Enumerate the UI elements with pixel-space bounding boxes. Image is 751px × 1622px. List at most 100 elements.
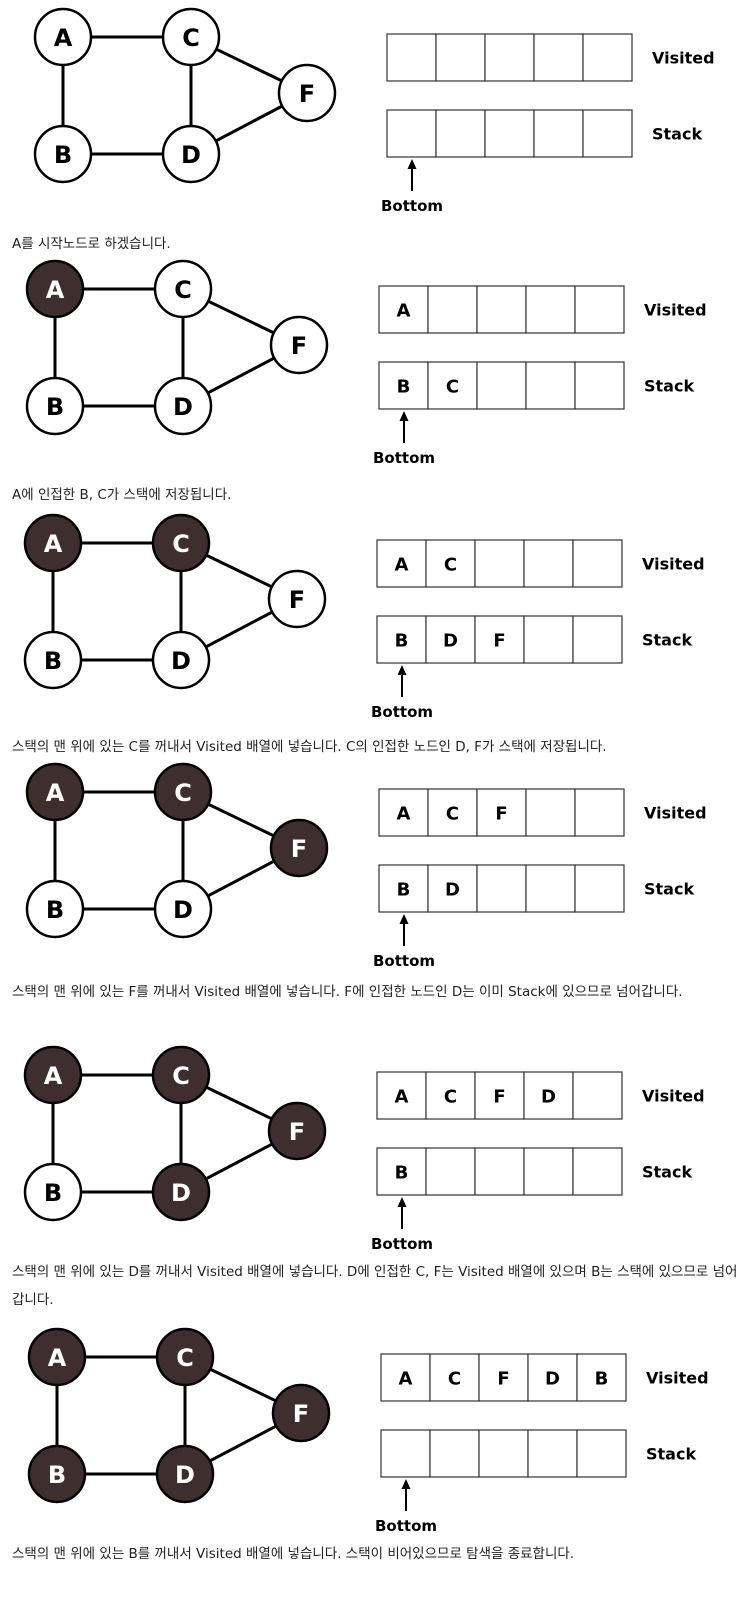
- stack-cell: [525, 361, 576, 410]
- visited-cell: [523, 539, 574, 588]
- node-B: B: [23, 1162, 83, 1222]
- visited-cell: [576, 1353, 627, 1402]
- node-B-label: B: [46, 393, 64, 421]
- visited-label: Visited: [652, 49, 715, 68]
- node-B: B: [33, 124, 93, 184]
- stack-cell: [476, 361, 527, 410]
- node-B: B: [27, 1444, 87, 1504]
- node-D: D: [155, 1444, 215, 1504]
- stack-cell-value: B: [397, 377, 411, 398]
- node-F-label: F: [291, 835, 307, 863]
- stack-cell-value: D: [445, 880, 460, 901]
- stack-cell: [572, 615, 623, 664]
- visited-cell: [572, 1071, 623, 1120]
- stack-cell: [474, 615, 525, 664]
- bottom-arrow-head: [401, 1479, 411, 1489]
- node-F-circle: [271, 1383, 331, 1443]
- node-F: F: [267, 1101, 327, 1161]
- stack-array: B Stack: [376, 1147, 692, 1196]
- stack-cell: [478, 1429, 529, 1478]
- visited-cell: [427, 285, 478, 334]
- stack-array: Stack: [386, 109, 702, 158]
- stack-label: Stack: [644, 377, 694, 396]
- node-C: C: [151, 1045, 211, 1105]
- step-6-caption: 스택의 맨 위에 있는 B를 꺼내서 Visited 배열에 넣습니다. 스택이…: [12, 1546, 575, 1562]
- visited-cell: [380, 1353, 431, 1402]
- bottom-pointer: Bottom: [375, 1479, 437, 1535]
- node-A-circle: [25, 762, 85, 822]
- node-C: C: [155, 1327, 215, 1387]
- node-C-label: C: [172, 1062, 190, 1090]
- visited-cell-value: B: [595, 1369, 609, 1390]
- visited-cell: [525, 788, 576, 837]
- visited-cell: [572, 539, 623, 588]
- node-C-label: C: [172, 530, 190, 558]
- node-B: B: [23, 630, 83, 690]
- node-C-circle: [161, 7, 221, 67]
- visited-cell: [582, 33, 633, 82]
- stack-cell: [429, 1429, 480, 1478]
- visited-cell-value: A: [397, 301, 411, 322]
- visited-cell-value: A: [395, 555, 409, 576]
- visited-label: Visited: [644, 301, 707, 320]
- node-B: B: [25, 879, 85, 939]
- node-D-circle: [153, 879, 213, 939]
- stack-cell: [574, 864, 625, 913]
- node-D: D: [153, 879, 213, 939]
- node-A-circle: [23, 513, 83, 573]
- node-D: D: [153, 376, 213, 436]
- stack-cell: [572, 1147, 623, 1196]
- node-A-label: A: [54, 24, 73, 52]
- visited-cell-value: C: [444, 555, 457, 576]
- bottom-pointer: Bottom: [371, 665, 433, 721]
- stack-cell: [386, 109, 437, 158]
- node-F-circle: [277, 63, 337, 123]
- stack-cell: [533, 109, 584, 158]
- step-1-caption: A를 시작노드로 하겠습니다.: [12, 236, 171, 252]
- visited-cell: [523, 1071, 574, 1120]
- stack-cell: [523, 615, 574, 664]
- visited-cell-value: F: [495, 804, 507, 825]
- visited-cell-value: F: [497, 1369, 509, 1390]
- node-F-circle: [269, 818, 329, 878]
- bottom-arrow-head: [397, 665, 407, 675]
- visited-cell: [376, 1071, 427, 1120]
- node-A: A: [23, 513, 83, 573]
- visited-cell: [533, 33, 584, 82]
- stack-cell: [380, 1429, 431, 1478]
- node-C-label: C: [176, 1344, 194, 1372]
- node-C-circle: [153, 259, 213, 319]
- node-D-circle: [151, 1162, 211, 1222]
- visited-cell: [429, 1353, 480, 1402]
- visited-cell-value: D: [541, 1087, 556, 1108]
- node-B-label: B: [44, 647, 62, 675]
- stack-cell: [574, 361, 625, 410]
- stack-label: Stack: [642, 1163, 692, 1182]
- bottom-arrow-head: [399, 914, 409, 924]
- node-A-circle: [23, 1045, 83, 1105]
- node-A: A: [27, 1327, 87, 1387]
- stack-cell: [484, 109, 535, 158]
- node-F-label: F: [299, 80, 315, 108]
- stack-cell-value: B: [395, 1163, 409, 1184]
- node-A-label: A: [48, 1344, 67, 1372]
- visited-cell: [574, 285, 625, 334]
- node-B-circle: [25, 879, 85, 939]
- visited-array: A Visited: [378, 285, 707, 334]
- visited-cell-value: A: [399, 1369, 413, 1390]
- visited-cell: [378, 788, 429, 837]
- visited-cell: [378, 285, 429, 334]
- node-C-label: C: [174, 779, 192, 807]
- visited-cell: [427, 788, 478, 837]
- node-C-circle: [153, 762, 213, 822]
- bottom-pointer: Bottom: [371, 1197, 433, 1253]
- node-D-label: D: [173, 896, 193, 924]
- node-A: A: [33, 7, 93, 67]
- visited-cell: [574, 788, 625, 837]
